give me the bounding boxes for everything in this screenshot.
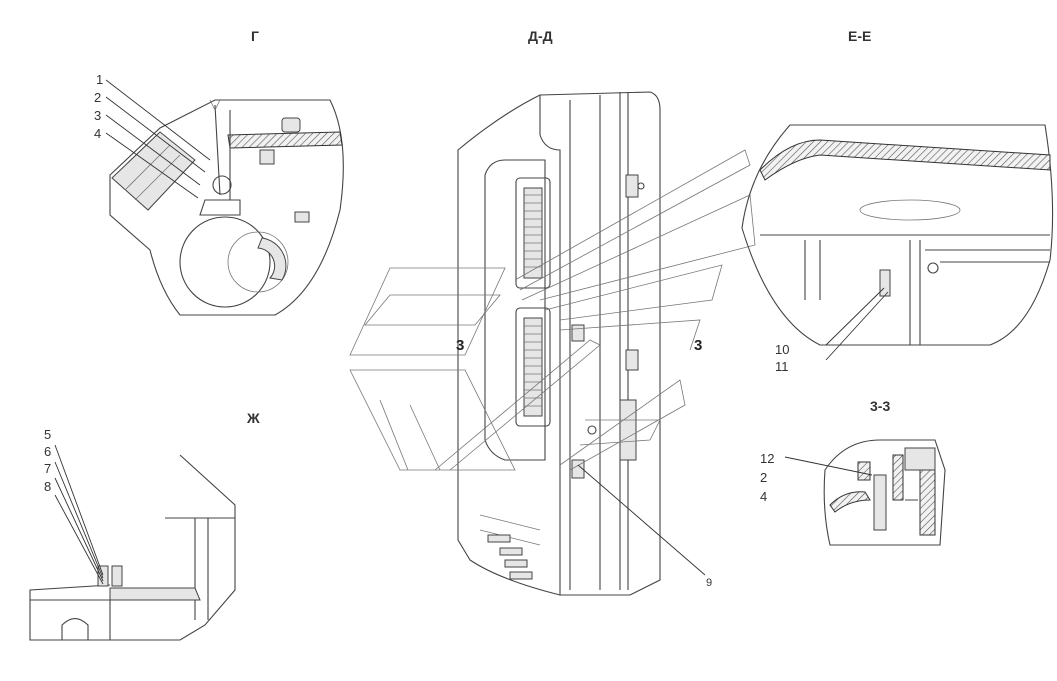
view-zz-title: 3-3 [870, 398, 891, 414]
callout-3: 3 [94, 108, 102, 123]
section-mark-left: 3 [456, 337, 465, 354]
view-dd-title: Д-Д [528, 28, 553, 44]
view-dd-drawing [349, 91, 756, 596]
callout-6: 6 [44, 444, 52, 459]
callout-12: 12 [760, 451, 775, 466]
callout-2-zz: 2 [760, 470, 768, 485]
callout-7: 7 [44, 461, 52, 476]
view-ee-drawing [741, 124, 1054, 361]
section-mark-right: 3 [694, 337, 703, 354]
callout-1: 1 [96, 72, 104, 87]
view-g-drawing [105, 79, 344, 316]
callout-4-zz: 4 [760, 489, 768, 504]
callout-2: 2 [94, 90, 102, 105]
callout-5: 5 [44, 427, 52, 442]
callout-11: 11 [775, 359, 789, 374]
callout-4: 4 [94, 126, 102, 141]
callout-8: 8 [44, 479, 52, 494]
view-zz-drawing [784, 439, 946, 546]
view-zh-drawing [29, 444, 236, 641]
view-g-title: Г [251, 28, 259, 44]
view-ee-title: Е-Е [848, 28, 872, 44]
callout-10: 10 [775, 342, 790, 357]
callout-9: 9 [706, 577, 713, 589]
view-zh-title: Ж [247, 410, 260, 426]
